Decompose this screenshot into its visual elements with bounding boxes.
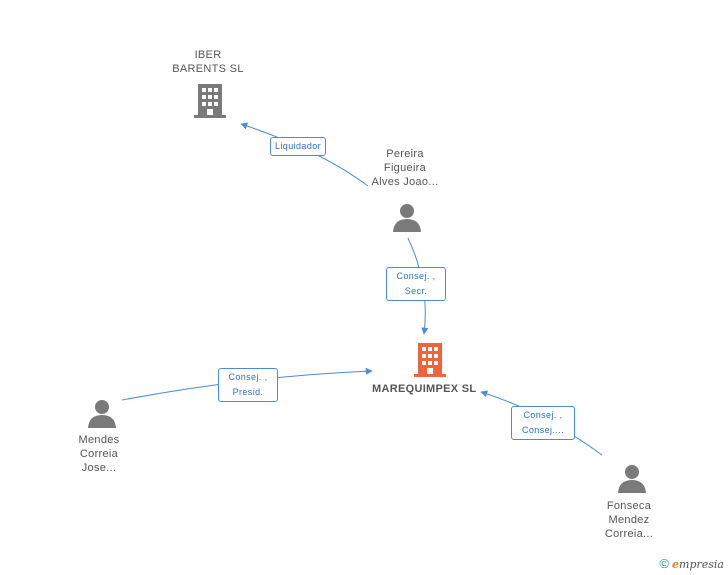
label-line: Pereira	[386, 148, 424, 160]
label-line: Correia	[79, 448, 119, 460]
edge-label-mendes-main[interactable]: Consej. , Presid.	[218, 368, 278, 402]
company-iber-barents-label[interactable]: IBER BARENTS SL	[158, 48, 258, 76]
edge-label-text: Consej. ,	[396, 271, 436, 281]
person-pereira-label[interactable]: Pereira Figueira Alves Joao...	[355, 147, 455, 189]
label-line: Correia...	[604, 528, 654, 540]
label-line: Alves Joao...	[371, 176, 439, 188]
footer-brand: © empresia	[659, 556, 724, 571]
edge-label-liquidador[interactable]: Liquidador	[270, 137, 327, 156]
person-fonseca-label[interactable]: Fonseca Mendez Correia...	[579, 499, 679, 541]
edge-label-text: Liquidador	[275, 141, 322, 151]
edge-label-text: Consej. ,	[523, 410, 563, 420]
label-line: Figueira	[383, 162, 427, 174]
edge-label-text: Consej....	[521, 425, 565, 435]
edge-label-text: Presid.	[232, 387, 264, 397]
edge-label-fonseca-main[interactable]: Consej. , Consej....	[511, 406, 575, 440]
company-main-label[interactable]: MAREQUIMPEX SL	[372, 383, 477, 395]
brand-logo: empresia	[672, 558, 724, 571]
brand-e: e	[672, 558, 680, 571]
building-icon[interactable]	[414, 343, 446, 377]
label-line: Mendez	[608, 514, 650, 526]
label-line: Fonseca	[606, 500, 652, 512]
label-line: Jose...	[81, 462, 117, 474]
brand-rest: mpresia	[679, 558, 724, 571]
label-line: Mendes	[78, 434, 120, 446]
copyright-icon: ©	[659, 556, 669, 571]
person-icon[interactable]	[87, 398, 117, 428]
building-icon[interactable]	[194, 84, 226, 118]
label-line: IBER	[194, 49, 222, 61]
person-icon[interactable]	[392, 202, 422, 232]
person-icon[interactable]	[617, 463, 647, 493]
person-mendes-label[interactable]: Mendes Correia Jose...	[49, 433, 149, 475]
edge-label-pereira-main[interactable]: Consej. , Secr.	[386, 267, 446, 301]
edge-label-text: Consej. ,	[228, 372, 268, 382]
edge-label-text: Secr.	[404, 286, 428, 296]
label-line: BARENTS SL	[172, 63, 244, 75]
